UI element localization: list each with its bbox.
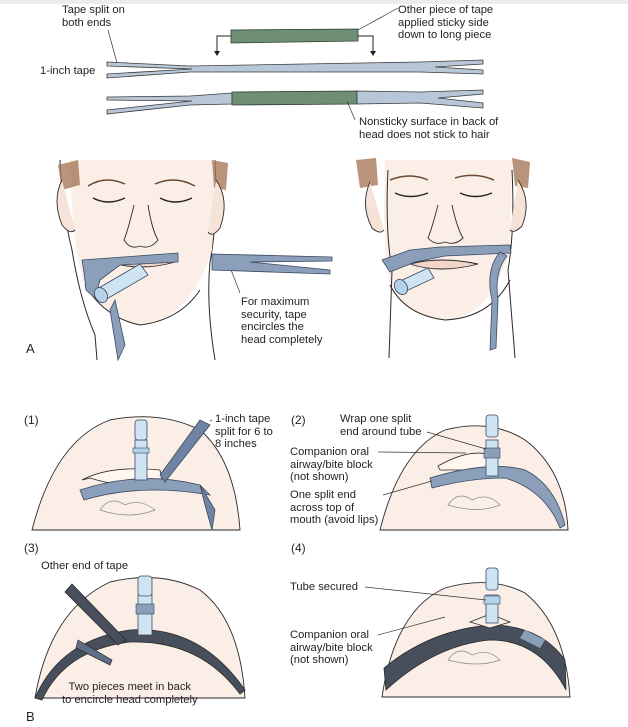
label-step2-wrap: Wrap one split end around tube (340, 413, 422, 438)
step2-drawing (379, 414, 569, 531)
label-line: airway/bite block (290, 641, 373, 654)
label-step2-companion: Companion oral airway/bite block (not sh… (290, 446, 373, 484)
panel-letter-b: B (26, 709, 35, 724)
label-line: Companion oral (290, 629, 369, 641)
label-line: head does not stick to hair (359, 128, 490, 141)
label-tape-split: Tape split on both ends (62, 4, 125, 29)
label-step1-tape-split: 1-inch tape split for 6 to 8 inches (215, 413, 273, 451)
label-line: Other piece of tape (398, 4, 494, 16)
placement-arrows (214, 35, 376, 56)
label-line: 1-inch tape (215, 413, 271, 425)
label-step2-split-end: One split end across top of mouth (avoid… (290, 489, 378, 527)
label-line: down to long piece (398, 29, 492, 42)
label-line: Wrap one split (340, 413, 412, 425)
label-line: (not shown) (290, 654, 349, 667)
tape-strip-combined (106, 89, 484, 115)
label-line: security, tape (241, 308, 307, 321)
tape-strip-green-top (230, 28, 359, 44)
label-line: Two pieces meet in back (68, 681, 192, 693)
label-nonsticky: Nonsticky surface in back of head does n… (359, 116, 498, 141)
step-number-1: (1) (24, 413, 39, 427)
face-right (356, 158, 530, 359)
leader-lines-step4 (364, 586, 487, 636)
label-line: airway/bite block (290, 458, 373, 471)
label-line: both ends (62, 16, 112, 29)
step1-drawing (31, 416, 241, 531)
label-step3-two-pieces: Two pieces meet in back to encircle head… (62, 681, 198, 706)
top-border (0, 0, 628, 4)
tape-strip-long (106, 59, 484, 79)
label-line: Tape split on (62, 4, 125, 16)
label-line: applied sticky side (398, 16, 489, 29)
label-line: to encircle head completely (62, 693, 198, 706)
leader-lines-step2 (377, 431, 487, 496)
label-max-security: For maximum security, tape encircles the… (241, 296, 322, 346)
face-left (56, 159, 333, 362)
label-other-piece: Other piece of tape applied sticky side … (398, 4, 493, 42)
label-step3-other-end: Other end of tape (41, 560, 129, 572)
label-line: (not shown) (290, 471, 349, 484)
label-one-inch-tape: 1-inch tape (40, 65, 96, 77)
step-number-4: (4) (291, 541, 306, 555)
step4-drawing (381, 567, 571, 698)
label-line: mouth (avoid lips) (290, 514, 379, 527)
label-line: across top of (290, 501, 355, 514)
panel-letter-a: A (26, 341, 35, 356)
label-step4-tube-secured: Tube secured (290, 581, 358, 593)
label-line: For maximum (241, 296, 310, 308)
step-number-2: (2) (291, 413, 306, 427)
label-line: end around tube (340, 425, 422, 438)
label-line: One split end (290, 489, 356, 501)
label-line: head completely (241, 333, 323, 346)
step-number-3: (3) (24, 541, 39, 555)
step3-drawing (34, 575, 246, 701)
label-line: Nonsticky surface in back of (359, 116, 499, 128)
label-line: 8 inches (215, 438, 257, 451)
label-line: Companion oral (290, 446, 369, 458)
label-step4-companion: Companion oral airway/bite block (not sh… (290, 629, 373, 667)
label-line: split for 6 to (215, 425, 273, 438)
label-line: encircles the (241, 321, 304, 334)
